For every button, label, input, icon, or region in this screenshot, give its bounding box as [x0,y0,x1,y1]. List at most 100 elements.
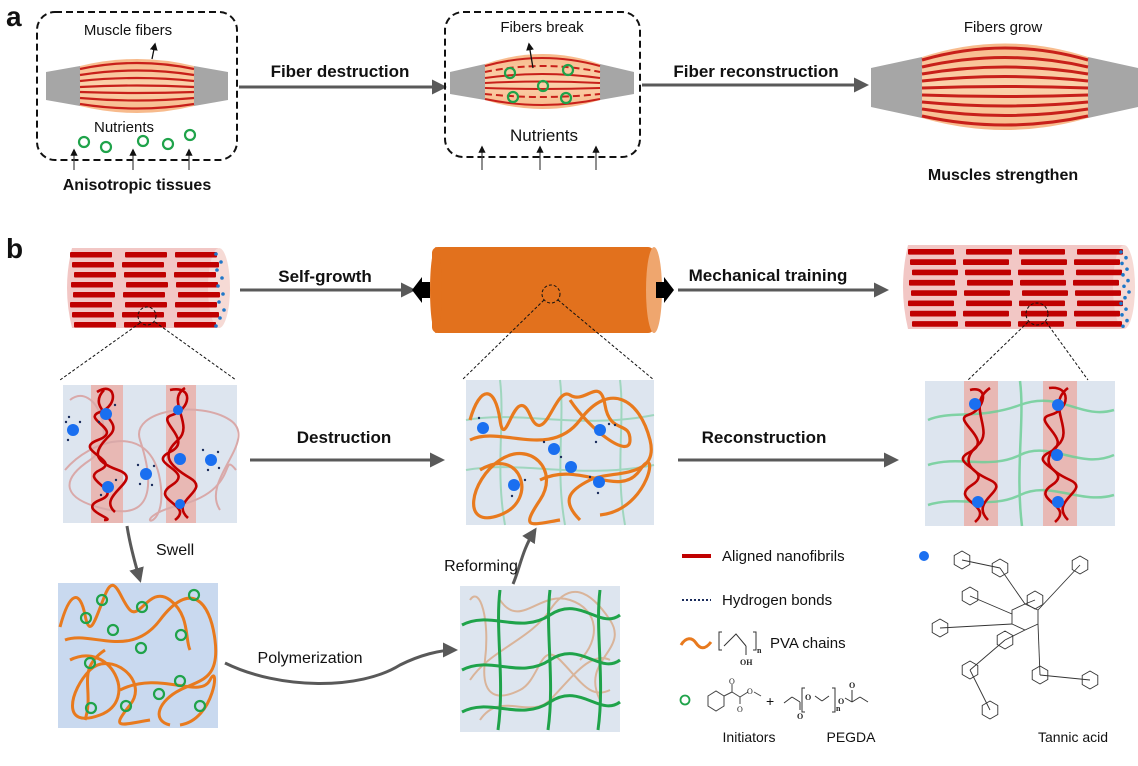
fibril-stripe [177,312,219,318]
svg-text:O: O [729,677,735,686]
legend-swatch-tannic-acid [919,551,929,561]
polymerization-arrow [224,642,458,685]
glucose-core [1011,603,1039,631]
muscles-strengthen-label: Muscles strengthen [928,167,1078,184]
ta-dot [1124,307,1128,311]
ta-dot [217,300,221,304]
pointer-arrow [526,42,534,69]
aligned-hydrogel-cylinder-left [59,248,237,381]
dashed-box [36,11,238,161]
fibril-stripe [1076,321,1122,327]
pegda-structure [783,687,869,713]
legend-label-hydrogen-bonds: Hydrogen bonds [722,592,832,609]
benzene-ring [953,550,971,570]
bond [969,669,991,711]
self-growth-label: Self-growth [278,267,372,286]
fibril-stripe [125,252,167,258]
fibril-stripe [70,302,112,308]
nutrient-flow-arrows [70,148,193,170]
benzene-ring [1031,665,1049,685]
svg-text:O: O [849,681,855,690]
fibril-stripe [122,262,164,268]
fibril-stripe [174,322,216,328]
pva-formula [718,631,757,655]
zoom-line [154,321,237,381]
bond [1037,564,1081,611]
stage3-fibers-grow: Fibers grow Muscles strengthen [871,19,1138,184]
zoom-line [461,299,545,381]
ta-dot [1119,250,1123,254]
fibril-stripe [1019,300,1065,307]
zoom-line [967,321,1029,381]
bond [1024,599,1036,605]
pegda-subscript: n [836,704,841,713]
fibril-stripe [1022,290,1068,296]
bond [969,639,1006,671]
fibril-stripe [123,292,165,298]
reconstruction-label: Reconstruction [702,428,827,447]
zoom-circle [541,284,561,304]
stage1-anisotropic-tissue: Muscle fibers Nutrients Anisotr [36,11,238,194]
tendon-left [871,57,922,118]
ta-dot [1120,261,1124,266]
fibril-stripe [966,249,1012,255]
ta-dot [220,276,224,280]
fibril-stripe [122,312,164,318]
fibril-stripe [912,321,958,327]
destruction-label: Destruction [297,428,391,447]
ta-dot [1122,284,1126,289]
fibril-stripe [1020,279,1066,286]
ta-dot [215,268,219,272]
fibril-stripe [71,282,113,288]
zoom-circle [1025,302,1049,326]
svg-text:O: O [747,687,753,696]
fibril-stripe [1076,269,1122,276]
fibril-stripe [1077,300,1123,307]
damaged-muscle-icon [450,54,634,109]
ta-dot [221,292,225,296]
fibril-stripe [1074,310,1120,317]
bond [939,623,1013,629]
polymerization-label: Polymerization [258,650,363,667]
fibril-stripe [912,269,958,276]
svg-text:O: O [805,693,811,702]
nutrients-label: Nutrients [94,119,154,136]
ta-dot [1123,295,1127,300]
stage2-fibers-break: Fibers break Nutrients [444,11,641,170]
fibril-stripe [1021,310,1067,317]
muscle-icon [46,59,228,113]
muscle-fibers [921,46,1089,127]
mechanical-training-label: Mechanical training [689,266,848,285]
zoom-line [1045,321,1089,381]
tendon-right [1088,57,1138,118]
pva-hydrogel-cylinder [412,247,674,381]
fibril-stripe [177,262,219,268]
fibril-stripe [909,279,955,286]
fibril-stripe [174,272,216,278]
fibril-stripe [175,302,217,308]
initiators-label: Initiators [723,729,776,745]
fibril-stripe [1075,290,1121,296]
fibril-stripe [908,300,954,307]
microstructure-reconstructed [925,380,1115,527]
benzene-ring [996,630,1014,650]
ta-dot [214,252,218,256]
bond [1004,629,1026,641]
reforming-arrow [511,527,537,585]
panel-a-label: a [6,1,22,32]
benzene-ring [1071,555,1089,575]
svg-text:O: O [737,705,743,714]
ta-dot [216,284,220,288]
reforming-label: Reforming [444,558,518,575]
fibril-stripe [178,292,220,298]
fibers-grow-label: Fibers grow [964,19,1043,36]
fibril-stripe [126,282,168,288]
microstructure-polymerized [460,586,621,732]
fibril-stripe [72,262,114,268]
fibril-stripe [175,252,217,258]
legend-label-pva-chains: PVA chains [770,635,846,652]
fibril-stripe [176,282,218,288]
benzene-ring [961,660,979,680]
ta-dot [1119,301,1123,306]
ta-dot [222,308,226,312]
